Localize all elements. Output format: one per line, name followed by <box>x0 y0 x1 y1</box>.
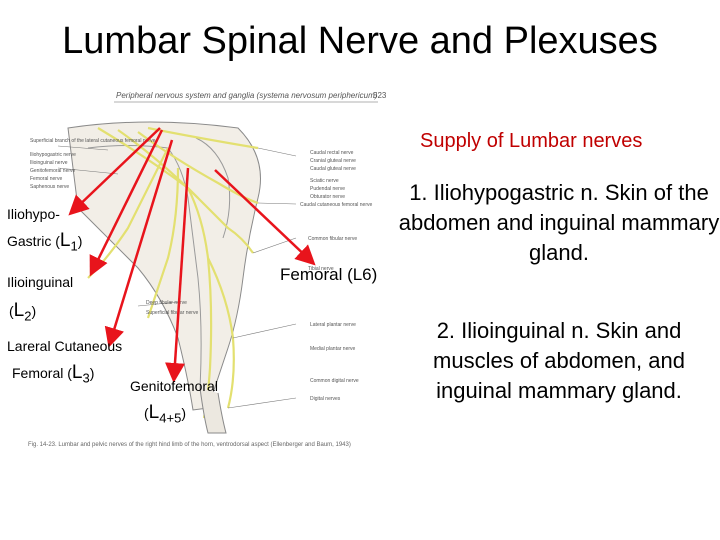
figure-label: Digital nerves <box>310 396 341 402</box>
figure-label: Caudal gluteal nerve <box>310 166 356 172</box>
figure-label: Common fibular nerve <box>308 236 358 242</box>
arrow-ilioinguinal <box>89 129 164 277</box>
label-iliohypo: Iliohypo- <box>7 206 60 222</box>
hind-limb-illustration <box>57 101 378 434</box>
label-femoral-l6: Femoral (L6) <box>280 265 378 284</box>
figure-label: Sciatic nerve <box>310 178 339 184</box>
figure-label: Caudal rectal nerve <box>310 150 354 156</box>
figure-label: Iliohypogastric nerve <box>30 152 76 158</box>
arrow-lateral-cutaneous <box>104 139 174 348</box>
anatomy-figure: Peripheral nervous system and ganglia (s… <box>28 88 394 460</box>
figure-label: Caudal cutaneous femoral nerve <box>300 202 373 208</box>
supply-heading: Supply of Lumbar nerves <box>420 130 643 152</box>
figure-label: Cranial gluteal nerve <box>310 158 356 164</box>
label-genitofemoral: Genitofemoral <box>130 378 218 394</box>
figure-caption: Fig. 14-23. Lumbar and pelvic nerves of … <box>28 442 351 448</box>
label-ilioinguinal-l2: (L2) <box>9 300 37 324</box>
figure-label: Medial plantar nerve <box>310 346 356 352</box>
label-lateral-cutaneous: Lareral Cutaneous <box>7 338 123 354</box>
arrow-iliohypogastric <box>68 127 161 216</box>
figure-label: Femoral nerve <box>30 176 63 182</box>
supply-item-1: 1. Iliohypogastric n. Skin of the abdome… <box>398 180 720 265</box>
figure-label: Deep fibular nerve <box>146 300 187 306</box>
figure-header: Peripheral nervous system and ganglia (s… <box>116 91 378 100</box>
figure-label: Superficial branch of the lateral cutane… <box>30 138 156 144</box>
figure-page-number: 523 <box>373 91 387 100</box>
page-title: Lumbar Spinal Nerve and Plexuses <box>62 20 658 62</box>
figure-label: Superficial fibular nerve <box>146 310 199 316</box>
label-ilioinguinal: Ilioinguinal <box>7 274 74 290</box>
figure-label: Pudendal nerve <box>310 186 346 192</box>
arrow-genitofemoral <box>165 167 190 383</box>
figure-label: Saphenous nerve <box>30 184 70 190</box>
label-lateral-cutaneous-l3: Femoral (L3) <box>12 362 95 386</box>
figure-label: Ilioinguinal nerve <box>30 160 68 166</box>
figure-label: Obturator nerve <box>310 194 346 200</box>
arrow-femoral <box>214 169 316 266</box>
supply-item-2: 2. Ilioinguinal n. Skin and muscles of a… <box>433 318 685 403</box>
figure-label: Tibial nerve <box>308 266 334 272</box>
figure-label: Genitofemoral nerve <box>30 168 76 174</box>
label-genitofemoral-l45: (L4+5) <box>144 402 186 426</box>
figure-label: Common digital nerve <box>310 378 359 384</box>
label-iliohypogastric-l1: Gastric (L1) <box>7 230 83 254</box>
figure-label: Lateral plantar nerve <box>310 322 356 328</box>
